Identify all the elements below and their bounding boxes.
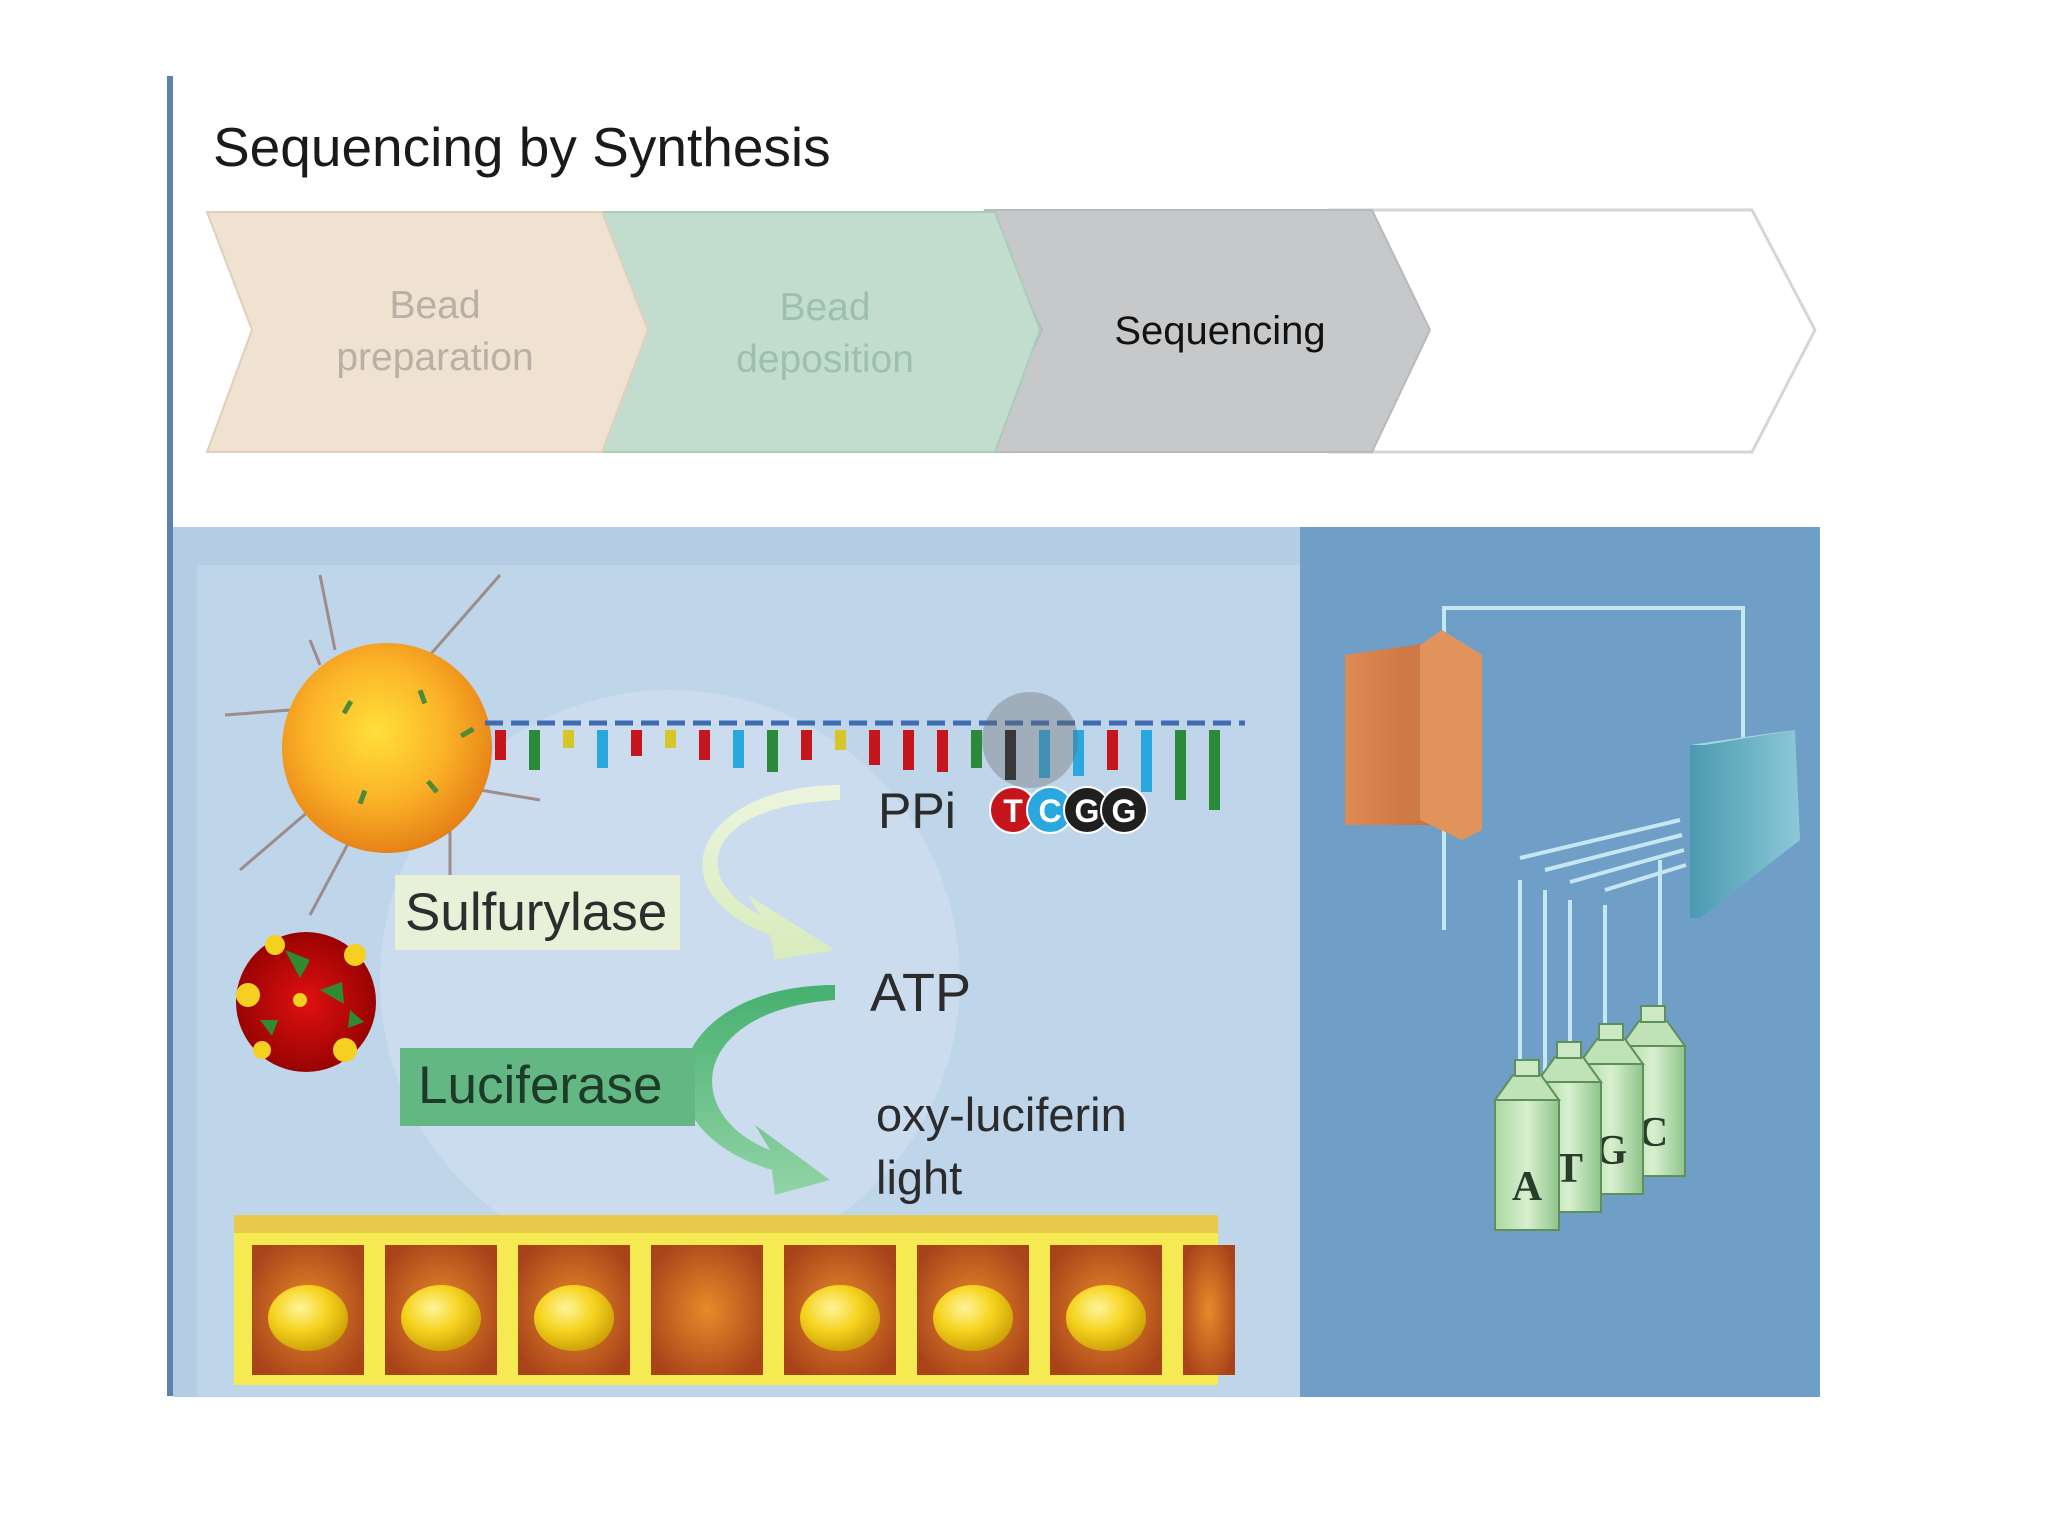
base-g2 <box>1100 786 1148 834</box>
light-label: light <box>876 1151 963 1204</box>
sulfurylase-box <box>395 875 680 950</box>
process-steps <box>205 208 1817 454</box>
atp-label: ATP <box>870 963 972 1023</box>
step-1-chevron <box>205 211 650 453</box>
step-bead-deposition-label: Bead deposition <box>736 286 914 381</box>
dna-strand <box>485 720 1245 810</box>
sulfurylase-enzyme <box>236 932 376 1072</box>
bases-read: T C G G <box>989 786 1148 834</box>
step-bead-preparation-label: Bead preparation <box>336 284 534 379</box>
base-t-letter: T <box>1003 793 1023 829</box>
step-3-chevron <box>983 209 1432 453</box>
step-sequencing-label: Sequencing <box>1114 309 1326 353</box>
luciferase-box <box>400 1048 695 1126</box>
reaction-arrows <box>683 785 840 1195</box>
dna-bead <box>224 574 541 916</box>
bottle-label-0: A <box>1512 1164 1543 1210</box>
page-title: Sequencing by Synthesis <box>213 116 831 178</box>
flow-cell <box>1345 630 1482 840</box>
camera-detector <box>1690 730 1800 918</box>
luciferase-label: Luciferase <box>418 1056 663 1115</box>
base-c-letter: C <box>1038 793 1061 829</box>
base-g2-letter: G <box>1112 793 1137 829</box>
oxy-luciferin-label: oxy-luciferin <box>876 1088 1127 1141</box>
slide-left-rule <box>167 76 173 1396</box>
base-g1-letter: G <box>1075 793 1100 829</box>
picotiter-plate <box>234 1215 1235 1385</box>
ppi-label: PPi <box>878 783 956 839</box>
sulfurylase-label: Sulfurylase <box>405 883 668 942</box>
